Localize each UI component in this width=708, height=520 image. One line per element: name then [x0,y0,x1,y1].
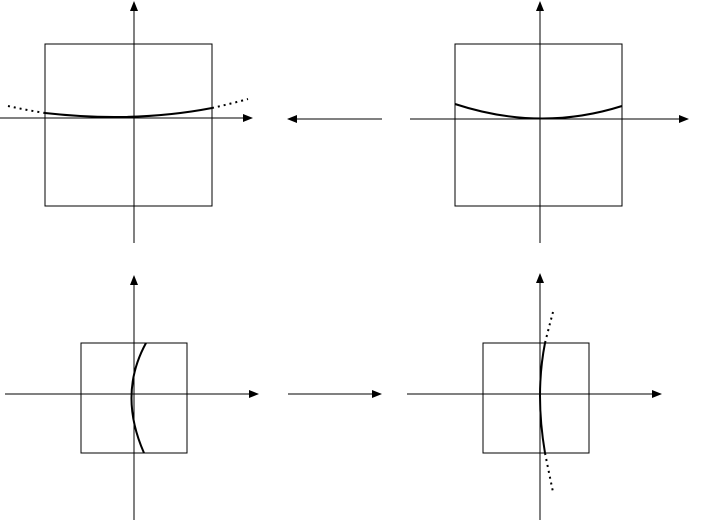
curve [454,103,623,120]
frame-box [482,342,590,454]
panel-top-right [410,1,689,243]
dotted-extension-top [544,311,554,344]
dotted-extension-right [211,98,249,109]
panel-bottom-right [407,273,662,520]
curve [539,342,546,454]
dotted-extension-bottom [544,452,554,493]
frame-box [454,43,623,207]
panel-bottom-left [5,275,259,520]
curve [44,107,213,118]
panel-top-left [0,1,253,243]
frame-box [44,43,213,207]
dotted-extension-left [7,105,46,114]
curve [130,342,147,454]
